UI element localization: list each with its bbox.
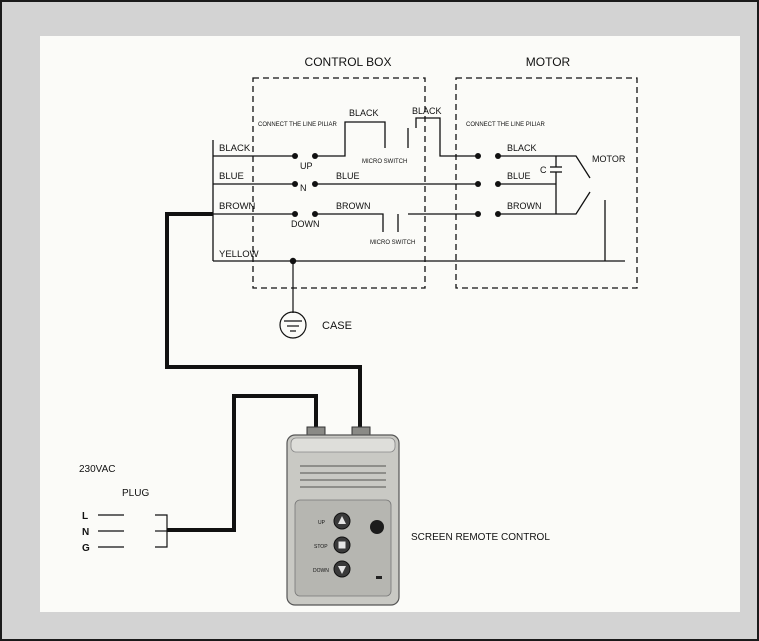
plug-pin-g: G xyxy=(82,543,90,554)
plug-leads xyxy=(98,514,168,548)
up-button-label: UP xyxy=(318,520,326,526)
plug-pin-l: L xyxy=(82,511,88,522)
ground-symbol xyxy=(279,261,307,339)
motor-brown-label: BROWN xyxy=(507,201,542,211)
motor-connect-label: CONNECT THE LINE PILIAR xyxy=(466,122,545,128)
remote-device: UP STOP DOWN xyxy=(286,426,400,606)
motor-label: MOTOR xyxy=(592,154,626,164)
control-connect-label: CONNECT THE LINE PILIAR xyxy=(258,122,337,128)
ir-receiver-icon xyxy=(370,520,384,534)
plug-pin-n: N xyxy=(82,527,89,538)
terminal-n-label: N xyxy=(300,183,307,193)
voltage-label: 230VAC xyxy=(79,464,116,475)
motor-internal-wires xyxy=(498,155,606,261)
up-arrow-icon xyxy=(338,516,346,524)
motor-terminals xyxy=(475,153,501,217)
down-arrow-icon xyxy=(338,566,346,574)
control-internal-wires xyxy=(315,117,478,232)
remote-cables xyxy=(165,212,362,532)
control-box-title: CONTROL BOX xyxy=(305,55,392,69)
remote-vent-grille xyxy=(300,465,386,488)
remote-top-face xyxy=(290,437,396,453)
plug-label: PLUG xyxy=(122,488,149,499)
control-box-outline xyxy=(252,77,426,289)
case-label: CASE xyxy=(322,320,352,332)
micro-switch-bottom-label: MICRO SWITCH xyxy=(370,240,415,246)
down-button-label: DOWN xyxy=(313,568,329,574)
motor-black-label: BLACK xyxy=(507,143,537,153)
motor-blue-label: BLUE xyxy=(507,171,531,181)
wire-label-yellow: YELLOW xyxy=(219,249,259,260)
wire-label-black: BLACK xyxy=(219,143,251,154)
between-black-label: BLACK xyxy=(412,106,442,116)
terminal-down-label: DOWN xyxy=(291,219,320,229)
wire-label-blue: BLUE xyxy=(219,171,244,182)
control-black-label: BLACK xyxy=(349,108,379,118)
status-led xyxy=(376,576,382,579)
control-blue-label: BLUE xyxy=(336,171,360,181)
motor-box-title: MOTOR xyxy=(526,55,571,69)
wire-label-brown: BROWN xyxy=(219,201,256,212)
control-brown-label: BROWN xyxy=(336,201,371,211)
motor-box-outline xyxy=(455,77,638,289)
micro-switch-top-label: MICRO SWITCH xyxy=(362,159,407,165)
stop-square-icon xyxy=(338,541,346,549)
input-wires xyxy=(212,140,625,262)
terminal-up-label: UP xyxy=(300,161,313,171)
remote-title: SCREEN REMOTE CONTROL xyxy=(411,532,550,543)
stop-button-label: STOP xyxy=(314,544,328,550)
capacitor-label: C xyxy=(540,165,547,175)
